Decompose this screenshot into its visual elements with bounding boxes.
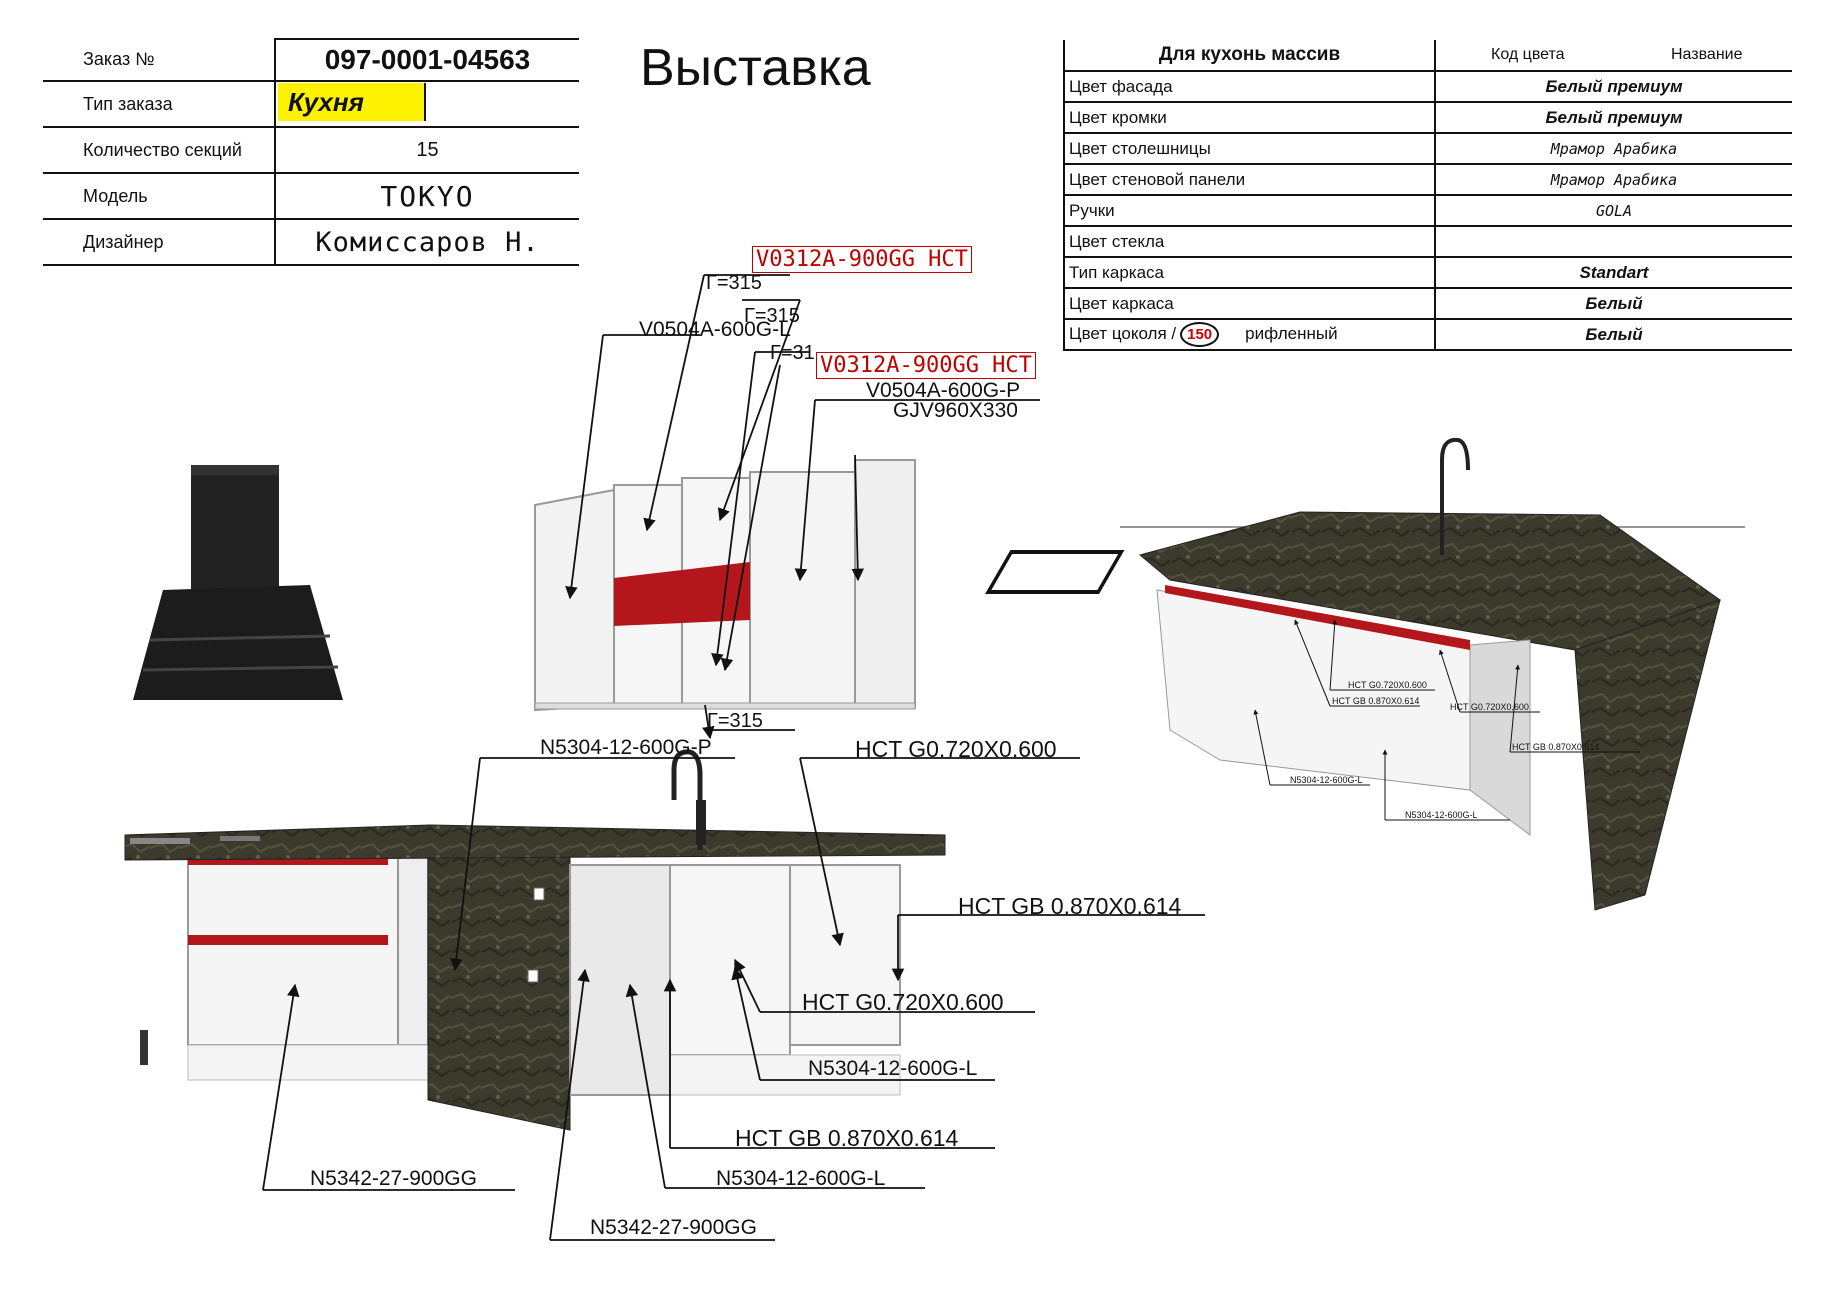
model-label: Модель <box>43 173 275 220</box>
order-type-cell: Кухня <box>274 81 579 128</box>
spec-header-title: Для кухонь массив <box>1063 40 1435 72</box>
callout-n5342-bottom: N5342-27-900GG <box>590 1216 757 1239</box>
spec-row-value: Белый премиум <box>1434 102 1792 134</box>
callout-g315-4: Г=315 <box>707 710 763 732</box>
plinth-value: Белый <box>1434 319 1792 351</box>
order-type-row: Тип заказа Кухня <box>43 81 579 128</box>
island-callout-hct-g-right: HCT G0.720X0.600 <box>1450 702 1529 712</box>
designer-row: Дизайнер Комиссаров Н. <box>43 219 579 266</box>
model-value: TOKYO <box>274 173 579 220</box>
spec-row-value: GOLA <box>1434 195 1792 227</box>
spec-row-label: Тип каркаса <box>1063 257 1435 289</box>
wall-cabinets <box>534 459 916 712</box>
callout-hct-g-top: HCT G0.720X0.600 <box>855 736 1057 762</box>
sections-label: Количество секций <box>43 127 275 174</box>
island-callout-n5304-l2: N5304-12-600G-L <box>1405 810 1478 820</box>
spec-header-row: Для кухонь массив Код цвета Название <box>1063 40 1792 72</box>
spec-row-value: Мрамор Арабика <box>1434 133 1792 165</box>
spec-row: Цвет стекла <box>1063 226 1792 258</box>
spec-col-code: Код цвета <box>1491 46 1565 63</box>
leader-lines <box>262 274 1205 1241</box>
spec-header-columns: Код цвета Название <box>1434 40 1792 72</box>
callout-g315-3: Г=31 <box>770 342 815 364</box>
island-callout-hct-gb-left: HCT GB 0.870X0.614 <box>1332 696 1420 706</box>
sections-value: 15 <box>274 127 579 174</box>
model-row: Модель TOKYO <box>43 173 579 220</box>
designer-value: Комиссаров Н. <box>274 219 579 266</box>
kitchen-base-units <box>124 749 946 1131</box>
spec-row-label: Цвет стекла <box>1063 226 1435 258</box>
spec-row-value: Белый <box>1434 288 1792 320</box>
island-callout-n5304-l1: N5304-12-600G-L <box>1290 775 1363 785</box>
spec-row-label: Цвет стеновой панели <box>1063 164 1435 196</box>
callout-n5342-left: N5342-27-900GG <box>310 1167 477 1190</box>
order-number-label: Заказ № <box>43 39 275 82</box>
order-type-label: Тип заказа <box>43 81 275 128</box>
order-info-table: Заказ № 097-0001-04563 Тип заказа Кухня … <box>43 38 579 266</box>
callout-n5304-p: N5304-12-600G-P <box>540 736 712 759</box>
page-heading: Выставка <box>640 39 871 97</box>
callout-gjv: GJV960X330 <box>893 399 1018 422</box>
spec-plinth-label-cell: Цвет цоколя /150 рифленный <box>1063 319 1435 351</box>
plinth-size-badge: 150 <box>1180 322 1220 347</box>
callout-hct-g-mid: HCT G0.720X0.600 <box>802 989 1004 1015</box>
island-leader-lines <box>1253 619 1640 821</box>
sections-row: Количество секций 15 <box>43 127 579 174</box>
order-number-row: Заказ № 097-0001-04563 <box>43 38 579 82</box>
spec-col-name: Название <box>1671 46 1743 63</box>
order-type-value: Кухня <box>278 83 426 121</box>
spec-plinth-row: Цвет цоколя /150 рифленный Белый <box>1063 319 1792 351</box>
cooker-hood-icon <box>133 465 343 700</box>
plinth-type: рифленный <box>1245 324 1338 343</box>
island-callout-hct-g: HCT G0.720X0.600 <box>1348 680 1427 690</box>
spec-row-label: Цвет фасада <box>1063 71 1435 103</box>
callout-n5304-l-low: N5304-12-600G-L <box>716 1167 886 1190</box>
island-perspective <box>985 437 1745 911</box>
callout-wall-red-1: V0312A-900GG HCT <box>752 246 972 273</box>
callout-v0504-p: V0504A-600G-P <box>866 379 1021 402</box>
spec-row-value: Standart <box>1434 257 1792 289</box>
callout-n5304-l-mid: N5304-12-600G-L <box>808 1057 978 1080</box>
spec-row-label: Цвет каркаса <box>1063 288 1435 320</box>
callout-hct-gb-right: HCT GB 0.870X0.614 <box>958 893 1182 919</box>
spec-row-value <box>1434 226 1792 258</box>
island-callout-hct-gb-right: HCT GB 0.870X0.614 <box>1512 742 1600 752</box>
callout-g315-1: Г=315 <box>706 272 762 294</box>
spec-row-value: Белый премиум <box>1434 71 1792 103</box>
material-spec-table: Для кухонь массив Код цвета Название Цве… <box>1063 40 1792 351</box>
spec-row-label: Ручки <box>1063 195 1435 227</box>
callout-wall-red-2: V0312A-900GG HCT <box>816 352 1036 379</box>
spec-row-value: Мрамор Арабика <box>1434 164 1792 196</box>
callout-v0504-l: V0504A-600G-L <box>639 318 791 341</box>
designer-label: Дизайнер <box>43 219 275 266</box>
spec-row-label: Цвет столешницы <box>1063 133 1435 165</box>
spec-row-label: Цвет кромки <box>1063 102 1435 134</box>
plinth-label: Цвет цоколя / <box>1069 324 1177 343</box>
callout-g315-2: Г=315 <box>744 305 800 327</box>
callout-hct-gb-low: HCT GB 0.870X0.614 <box>735 1125 959 1151</box>
order-number-value: 097-0001-04563 <box>274 38 579 82</box>
